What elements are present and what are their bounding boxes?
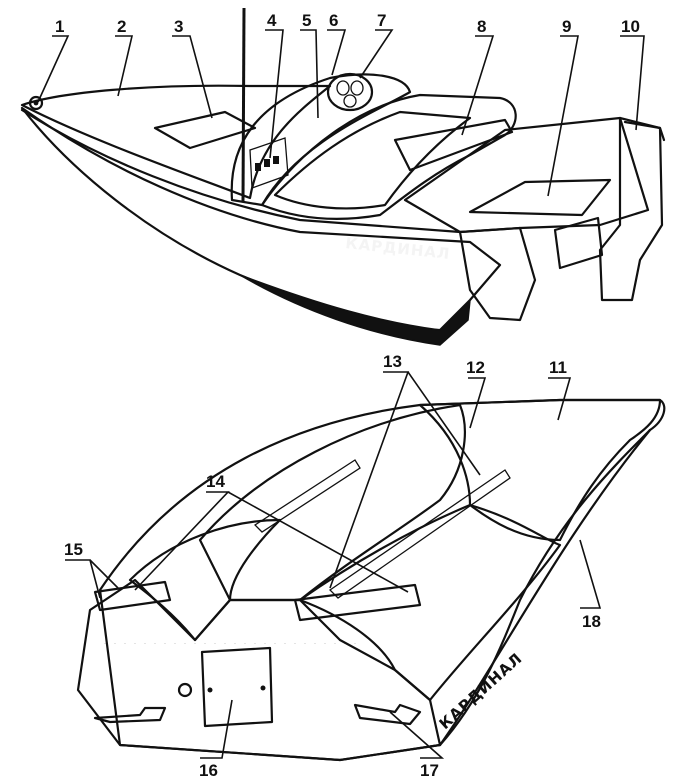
callout-17: 17 <box>420 761 439 780</box>
drain-hatch <box>200 646 274 728</box>
callout-10: 10 <box>621 17 640 36</box>
callout-2: 2 <box>117 17 126 36</box>
stern-bracket-right <box>353 703 422 726</box>
foredeck <box>20 84 332 200</box>
callout-18: 18 <box>582 612 601 631</box>
spray-strip-right <box>293 583 422 622</box>
callout-12: 12 <box>466 358 485 377</box>
boat-bottom-view: КАРДИНАЛ <box>76 398 666 762</box>
boat-top-view: КАРДИНАЛ <box>20 7 666 346</box>
hull-bottom-outer <box>98 398 666 762</box>
dashboard-panel <box>249 137 289 189</box>
gunwale <box>20 108 462 234</box>
callout-7: 7 <box>377 11 386 30</box>
callout-1: 1 <box>55 17 64 36</box>
hull-skid-line <box>438 428 652 747</box>
center-keel-panel <box>198 403 466 602</box>
callout-13: 13 <box>383 352 402 371</box>
foredeck-hatch <box>153 110 257 150</box>
bracket-bolt <box>177 682 193 698</box>
stern-bracket-left <box>93 706 167 724</box>
stern-deck-edge <box>623 120 666 142</box>
boat-name-bottom: КАРДИНАЛ <box>436 649 526 733</box>
stern-transom <box>76 578 442 762</box>
rear-seat <box>468 178 612 217</box>
bow-fitting <box>28 95 44 111</box>
callout-4: 4 <box>267 11 277 30</box>
stern-sponson-left <box>458 226 537 322</box>
callout-6: 6 <box>329 11 338 30</box>
callout-16: 16 <box>199 761 218 780</box>
spray-strip-left <box>93 580 172 612</box>
seat-bench <box>393 118 514 172</box>
rear-well <box>403 116 650 234</box>
callout-9: 9 <box>562 17 571 36</box>
leader-lines <box>37 29 645 759</box>
callout-11: 11 <box>549 358 567 377</box>
keel-strip-upper <box>328 469 511 599</box>
callout-8: 8 <box>477 17 486 36</box>
stern-sponson-right <box>598 116 664 302</box>
hull-side <box>20 106 502 332</box>
mast <box>241 7 246 203</box>
callout-3: 3 <box>174 17 183 36</box>
tunnel-right <box>298 503 562 702</box>
callout-5: 5 <box>302 11 311 30</box>
callout-labels: 1 2 3 4 5 6 7 8 9 10 11 12 13 14 15 16 1… <box>55 11 640 780</box>
transom-hatch <box>553 216 604 270</box>
tunnel-left <box>128 518 282 642</box>
callout-14: 14 <box>206 472 225 491</box>
keel-strip-center <box>253 459 361 533</box>
cockpit-floor <box>273 110 472 210</box>
keel-band <box>239 274 471 346</box>
steering-wheel <box>326 72 374 112</box>
rivet-row <box>100 640 360 644</box>
callout-15: 15 <box>64 540 83 559</box>
hull-bow-bottom <box>418 398 662 542</box>
